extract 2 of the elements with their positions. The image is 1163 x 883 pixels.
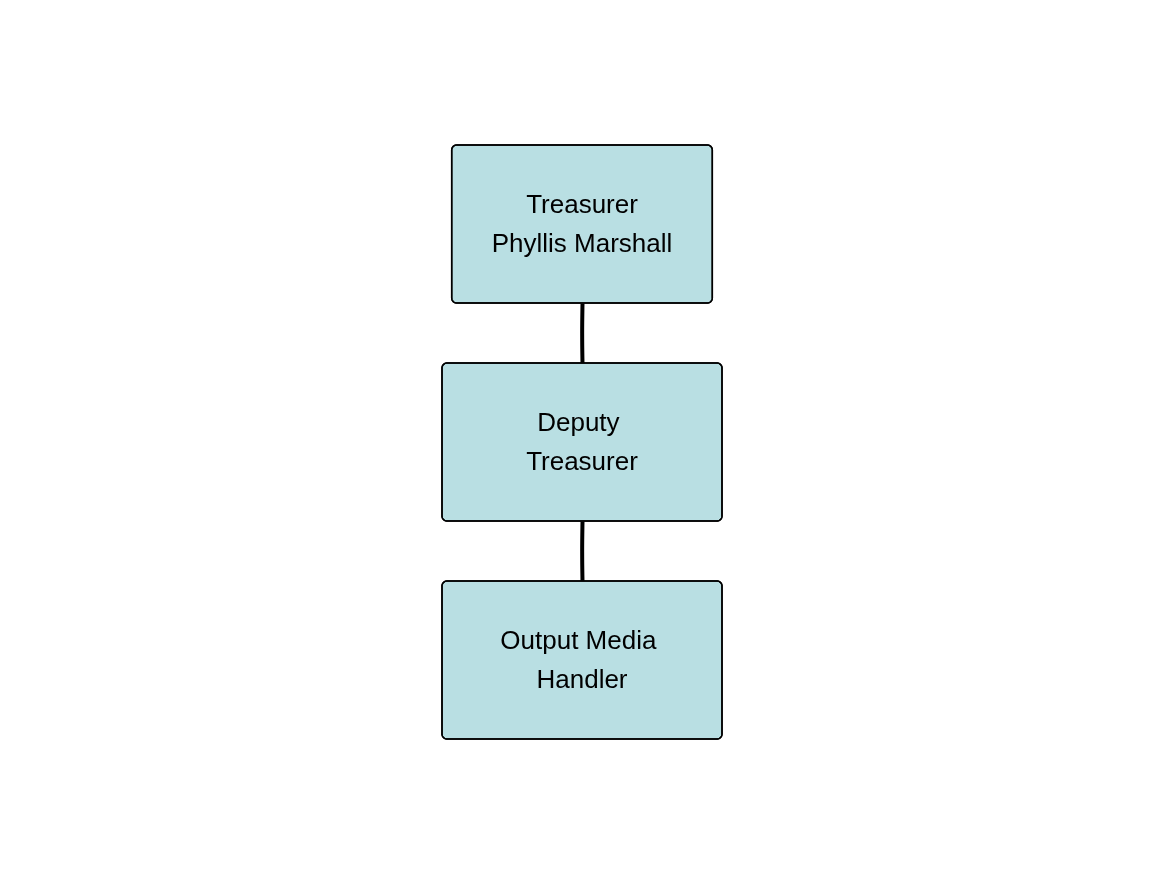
connector bbox=[579, 520, 584, 582]
connector bbox=[579, 302, 584, 364]
